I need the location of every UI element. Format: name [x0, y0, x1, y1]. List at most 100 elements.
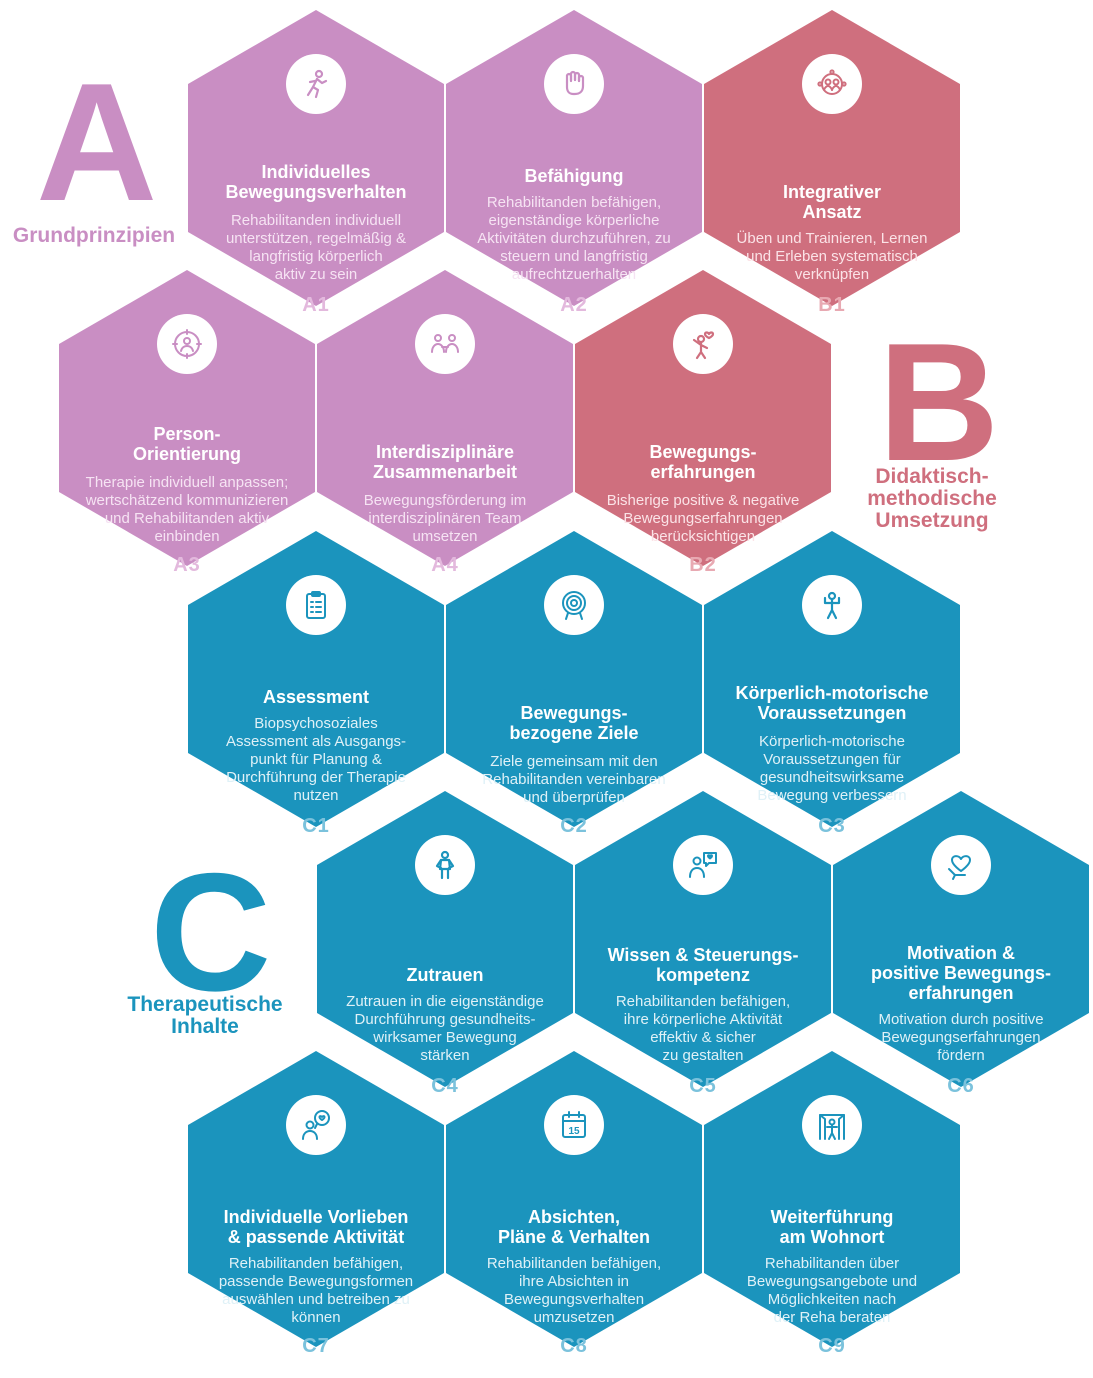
hex-code: A4: [431, 554, 459, 576]
hex-description: Üben und Trainieren, Lernen und Erleben …: [736, 230, 928, 283]
hex-code: C8: [560, 1335, 588, 1357]
hex-title: Befähigung: [524, 166, 624, 186]
hex-code: C3: [818, 815, 846, 837]
hexagon-shape: [446, 10, 702, 306]
target-icon: [562, 591, 586, 620]
hex-a1: Individuelles Bewegungsverhalten Rehabil…: [188, 10, 444, 316]
hex-title: Wissen & Steuerungs- kompetenz: [607, 945, 799, 985]
hex-b2: Bewegungs- erfahrungen Bisherige positiv…: [575, 270, 831, 576]
person-heart-icon: [692, 331, 715, 360]
hex-title: Körperlich-motorische Voraussetzungen: [735, 683, 929, 723]
hand-heart-icon: [948, 855, 971, 880]
hex-a3: Person- Orientierung Therapie individuel…: [59, 270, 315, 576]
hex-title: Interdisziplinäre Zusammenarbeit: [372, 442, 518, 482]
section-a-label: Grundprinzipien: [12, 224, 176, 247]
hex-c9: Weiterführung am Wohnort Rehabilitanden …: [704, 1051, 960, 1357]
hex-code: A2: [560, 294, 588, 316]
hexagon-shape: [704, 531, 960, 827]
hex-description: Zutrauen in die eigenständige Durchführu…: [346, 993, 544, 1064]
hexagon-shape: [317, 270, 573, 566]
calendar-15-icon: 15: [562, 1111, 586, 1138]
hex-c8: 15 Absichten, Pläne & Verhalten Rehabili…: [446, 1051, 702, 1357]
hex-title: Individuelle Vorlieben & passende Aktivi…: [223, 1207, 409, 1247]
icon-badge: [286, 575, 346, 635]
hex-description: Rehabilitanden individuell unterstützen,…: [225, 212, 407, 283]
icon-badge: [673, 835, 733, 895]
icon-badge: [544, 54, 604, 114]
icon-badge: [802, 575, 862, 635]
hex-code: C2: [560, 815, 588, 837]
hexagon-shape: [833, 791, 1089, 1087]
hexagon-shape: [188, 10, 444, 306]
hexagon-shape: [59, 270, 315, 566]
hex-description: Bisherige positive & negative Bewegungse…: [606, 492, 800, 545]
person-heart-bubble-icon: [302, 1110, 330, 1140]
hexagon-shape: [446, 531, 702, 827]
icon-badge: [931, 835, 991, 895]
icon-badge: [286, 54, 346, 114]
hex-title: Absichten, Pläne & Verhalten: [497, 1207, 651, 1247]
hexagon-shape: [704, 10, 960, 306]
section-a-letter: A: [36, 48, 158, 236]
hex-description: Ziele gemeinsam mit den Rehabilitanden v…: [482, 753, 666, 806]
section-b-label: Didaktisch- methodische Umsetzung: [867, 465, 997, 532]
hex-c5: Wissen & Steuerungs- kompetenz Rehabilit…: [575, 791, 831, 1097]
hexagon-shape: [575, 270, 831, 566]
clipboard-icon: [306, 591, 326, 619]
hex-description: Rehabilitanden befähigen, ihre Absichten…: [486, 1255, 662, 1326]
icon-badge: [415, 314, 475, 374]
hex-title: Bewegungs- bezogene Ziele: [509, 703, 639, 743]
hex-code: C5: [689, 1075, 717, 1097]
hex-description: Bewegungsförderung im interdisziplinären…: [363, 492, 527, 545]
hex-c1: Assessment Biopsychosoziales Assessment …: [188, 531, 444, 837]
hex-a4: Interdisziplinäre Zusammenarbeit Bewegun…: [317, 270, 573, 576]
hexagon-shape: [575, 791, 831, 1087]
hex-c6: Motivation & positive Bewegungs- erfahru…: [833, 791, 1089, 1097]
hex-a2: Befähigung Rehabilitanden befähigen, eig…: [446, 10, 702, 316]
icon-badge: [802, 1095, 862, 1155]
hex-description: Therapie individuell anpassen; wertschät…: [85, 474, 289, 545]
hexagon-shape: [446, 1051, 702, 1347]
hex-title: Integrativer Ansatz: [782, 182, 882, 222]
hex-title: Assessment: [262, 687, 370, 707]
hex-title: Person- Orientierung: [132, 424, 241, 464]
hex-code: C7: [302, 1335, 330, 1357]
hex-code: B2: [689, 554, 717, 576]
hex-description: Körperlich-motorische Voraussetzungen fü…: [757, 733, 907, 804]
hex-title: Bewegungs- erfahrungen: [649, 442, 757, 482]
calendar-number: 15: [568, 1126, 580, 1137]
hex-c2: Bewegungs- bezogene Ziele Ziele gemeinsa…: [446, 531, 702, 837]
hex-description: Rehabilitanden befähigen, ihre körperlic…: [615, 993, 791, 1064]
hex-code: C4: [431, 1075, 459, 1097]
hexagon-shape: [704, 1051, 960, 1347]
icon-badge: 15: [544, 1095, 604, 1155]
hex-description: Biopsychosoziales Assessment als Ausgang…: [225, 715, 407, 804]
network-people-icon: [817, 69, 847, 95]
hex-b1: Integrativer Ansatz Üben und Trainieren,…: [704, 10, 960, 316]
person-doorway-icon: [819, 1114, 845, 1140]
icon-badge: [157, 314, 217, 374]
icon-badge: [802, 54, 862, 114]
strong-person-icon: [823, 591, 841, 620]
icon-badge: [286, 1095, 346, 1155]
hex-code: A3: [173, 554, 201, 576]
icon-badge: [415, 835, 475, 895]
section-b-letter: B: [878, 308, 1000, 496]
hex-description: Rehabilitanden befähigen, eigenständige …: [477, 194, 671, 283]
hex-c7: Individuelle Vorlieben & passende Aktivi…: [188, 1051, 444, 1357]
hexagon-shape: [188, 1051, 444, 1347]
team-people-icon: [431, 334, 459, 353]
hex-description: Rehabilitanden befähigen, passende Beweg…: [218, 1255, 414, 1326]
running-person-icon: [306, 69, 328, 99]
section-c-letter: C: [150, 838, 272, 1026]
hex-title: Individuelles Bewegungsverhalten: [225, 162, 407, 202]
hex-title: Weiterführung am Wohnort: [770, 1207, 894, 1247]
person-heart-speech-icon: [689, 852, 717, 878]
hex-code: A1: [302, 294, 330, 316]
icon-badge: [544, 575, 604, 635]
confident-person-icon: [435, 850, 455, 880]
person-target-icon: [172, 329, 202, 359]
hex-title: Zutrauen: [406, 965, 484, 985]
hex-c4: Zutrauen Zutrauen in die eigenständige D…: [317, 791, 573, 1097]
